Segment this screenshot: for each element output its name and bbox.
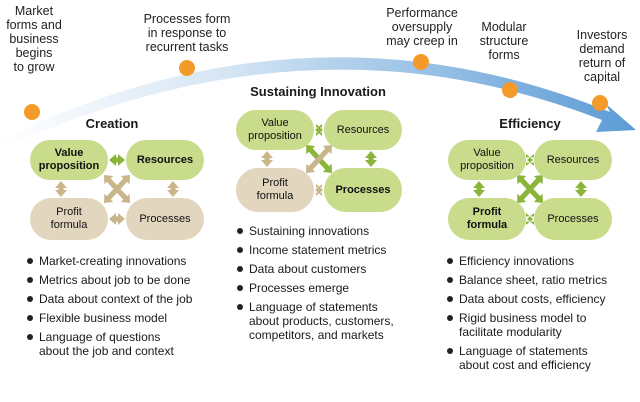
connector-arrow bbox=[109, 213, 125, 225]
box-processes: Processes bbox=[324, 168, 402, 212]
milestone-label-performance-oversupply: Performance oversupply may creep in bbox=[386, 6, 458, 48]
milestone-label-processes-form: Processes form in response to recurrent … bbox=[143, 12, 231, 54]
stage-title-creation: Creation bbox=[85, 116, 139, 131]
bullet-item: Data about context of the job bbox=[26, 292, 192, 306]
bullet-item: Market-creating innovations bbox=[26, 254, 192, 268]
milestone-dots bbox=[24, 54, 608, 120]
box-value-proposition: Value proposition bbox=[236, 110, 314, 150]
milestone-dot bbox=[592, 95, 608, 111]
box-resources: Resources bbox=[324, 110, 402, 150]
box-value-proposition: Value proposition bbox=[30, 140, 108, 180]
timeline-sweep-arrow bbox=[0, 57, 636, 150]
connector-arrow bbox=[526, 213, 534, 225]
bullet-item: Sustaining innovations bbox=[236, 224, 394, 238]
connector-arrow bbox=[55, 181, 67, 197]
box-resources: Resources bbox=[534, 140, 612, 180]
box-connectors bbox=[55, 124, 587, 225]
bullet-item: Data about costs, efficiency bbox=[446, 292, 607, 306]
bullet-list-creation: Market-creating innovations Metrics abou… bbox=[26, 254, 192, 363]
milestone-label-modular-structure: Modular structure forms bbox=[479, 20, 529, 62]
connector-arrow bbox=[306, 145, 332, 173]
connector-arrow bbox=[167, 181, 179, 197]
milestone-dot bbox=[179, 60, 195, 76]
bullet-item: Efficiency innovations bbox=[446, 254, 607, 268]
stage-title-sustaining-innovation: Sustaining Innovation bbox=[250, 84, 386, 99]
bullet-item: Flexible business model bbox=[26, 311, 192, 325]
box-processes: Processes bbox=[534, 198, 612, 240]
connector-arrow bbox=[526, 154, 534, 166]
box-resources: Resources bbox=[126, 140, 204, 180]
milestone-label-market-forms: Market forms and business begins to grow bbox=[6, 4, 62, 74]
milestone-dot bbox=[502, 82, 518, 98]
connector-arrow bbox=[315, 124, 323, 136]
bullet-item: Language of questions about the job and … bbox=[26, 330, 192, 358]
milestone-dot bbox=[413, 54, 429, 70]
connector-arrow bbox=[517, 175, 543, 203]
bullet-list-sustaining-innovation: Sustaining innovations Income statement … bbox=[236, 224, 394, 347]
bullet-item: Processes emerge bbox=[236, 281, 394, 295]
connector-arrow bbox=[365, 151, 377, 167]
milestone-dot bbox=[24, 104, 40, 120]
box-profit-formula: Profit formula bbox=[30, 198, 108, 240]
bullet-item: Income statement metrics bbox=[236, 243, 394, 257]
bullet-item: Data about customers bbox=[236, 262, 394, 276]
milestone-label-investors-demand: Investors demand return of capital bbox=[576, 28, 628, 84]
bullet-item: Language of statements about cost and ef… bbox=[446, 344, 607, 372]
bullet-item: Language of statements about products, c… bbox=[236, 300, 394, 342]
box-profit-formula: Profit formula bbox=[448, 198, 526, 240]
stage-title-efficiency: Efficiency bbox=[499, 116, 561, 131]
bullet-list-efficiency: Efficiency innovations Balance sheet, ra… bbox=[446, 254, 607, 377]
connector-arrow bbox=[109, 154, 125, 166]
connector-arrow bbox=[315, 184, 323, 196]
connector-arrow bbox=[575, 181, 587, 197]
connector-arrow bbox=[104, 175, 130, 203]
box-processes: Processes bbox=[126, 198, 204, 240]
bullet-item: Balance sheet, ratio metrics bbox=[446, 273, 607, 287]
bullet-item: Metrics about job to be done bbox=[26, 273, 192, 287]
box-value-proposition: Value proposition bbox=[448, 140, 526, 180]
connector-arrow bbox=[261, 151, 273, 167]
box-profit-formula: Profit formula bbox=[236, 168, 314, 212]
bullet-item: Rigid business model to facilitate modul… bbox=[446, 311, 607, 339]
connector-arrow bbox=[473, 181, 485, 197]
